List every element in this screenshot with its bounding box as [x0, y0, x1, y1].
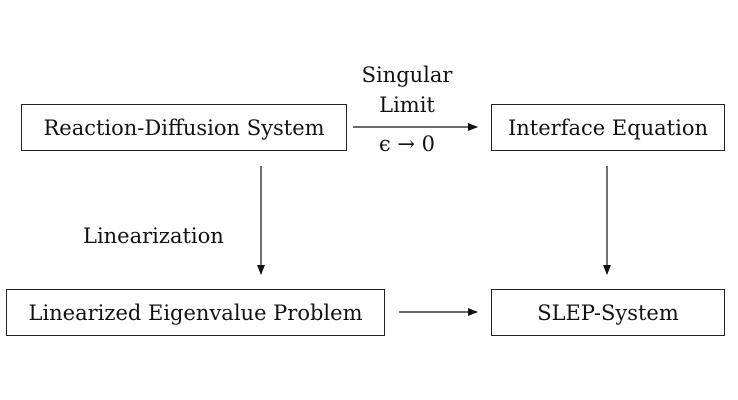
label-limit: Limit	[379, 93, 435, 117]
label-epsilon-to-zero: ϵ → 0	[378, 132, 436, 156]
label-linearization: Linearization	[83, 224, 224, 248]
label-singular: Singular	[361, 63, 453, 87]
node-reaction-diffusion-system: Reaction-Diffusion System	[21, 104, 347, 151]
node-slep-system: SLEP-System	[491, 289, 725, 336]
node-interface-equation: Interface Equation	[491, 104, 725, 151]
node-linearized-eigenvalue-problem: Linearized Eigenvalue Problem	[6, 289, 385, 336]
